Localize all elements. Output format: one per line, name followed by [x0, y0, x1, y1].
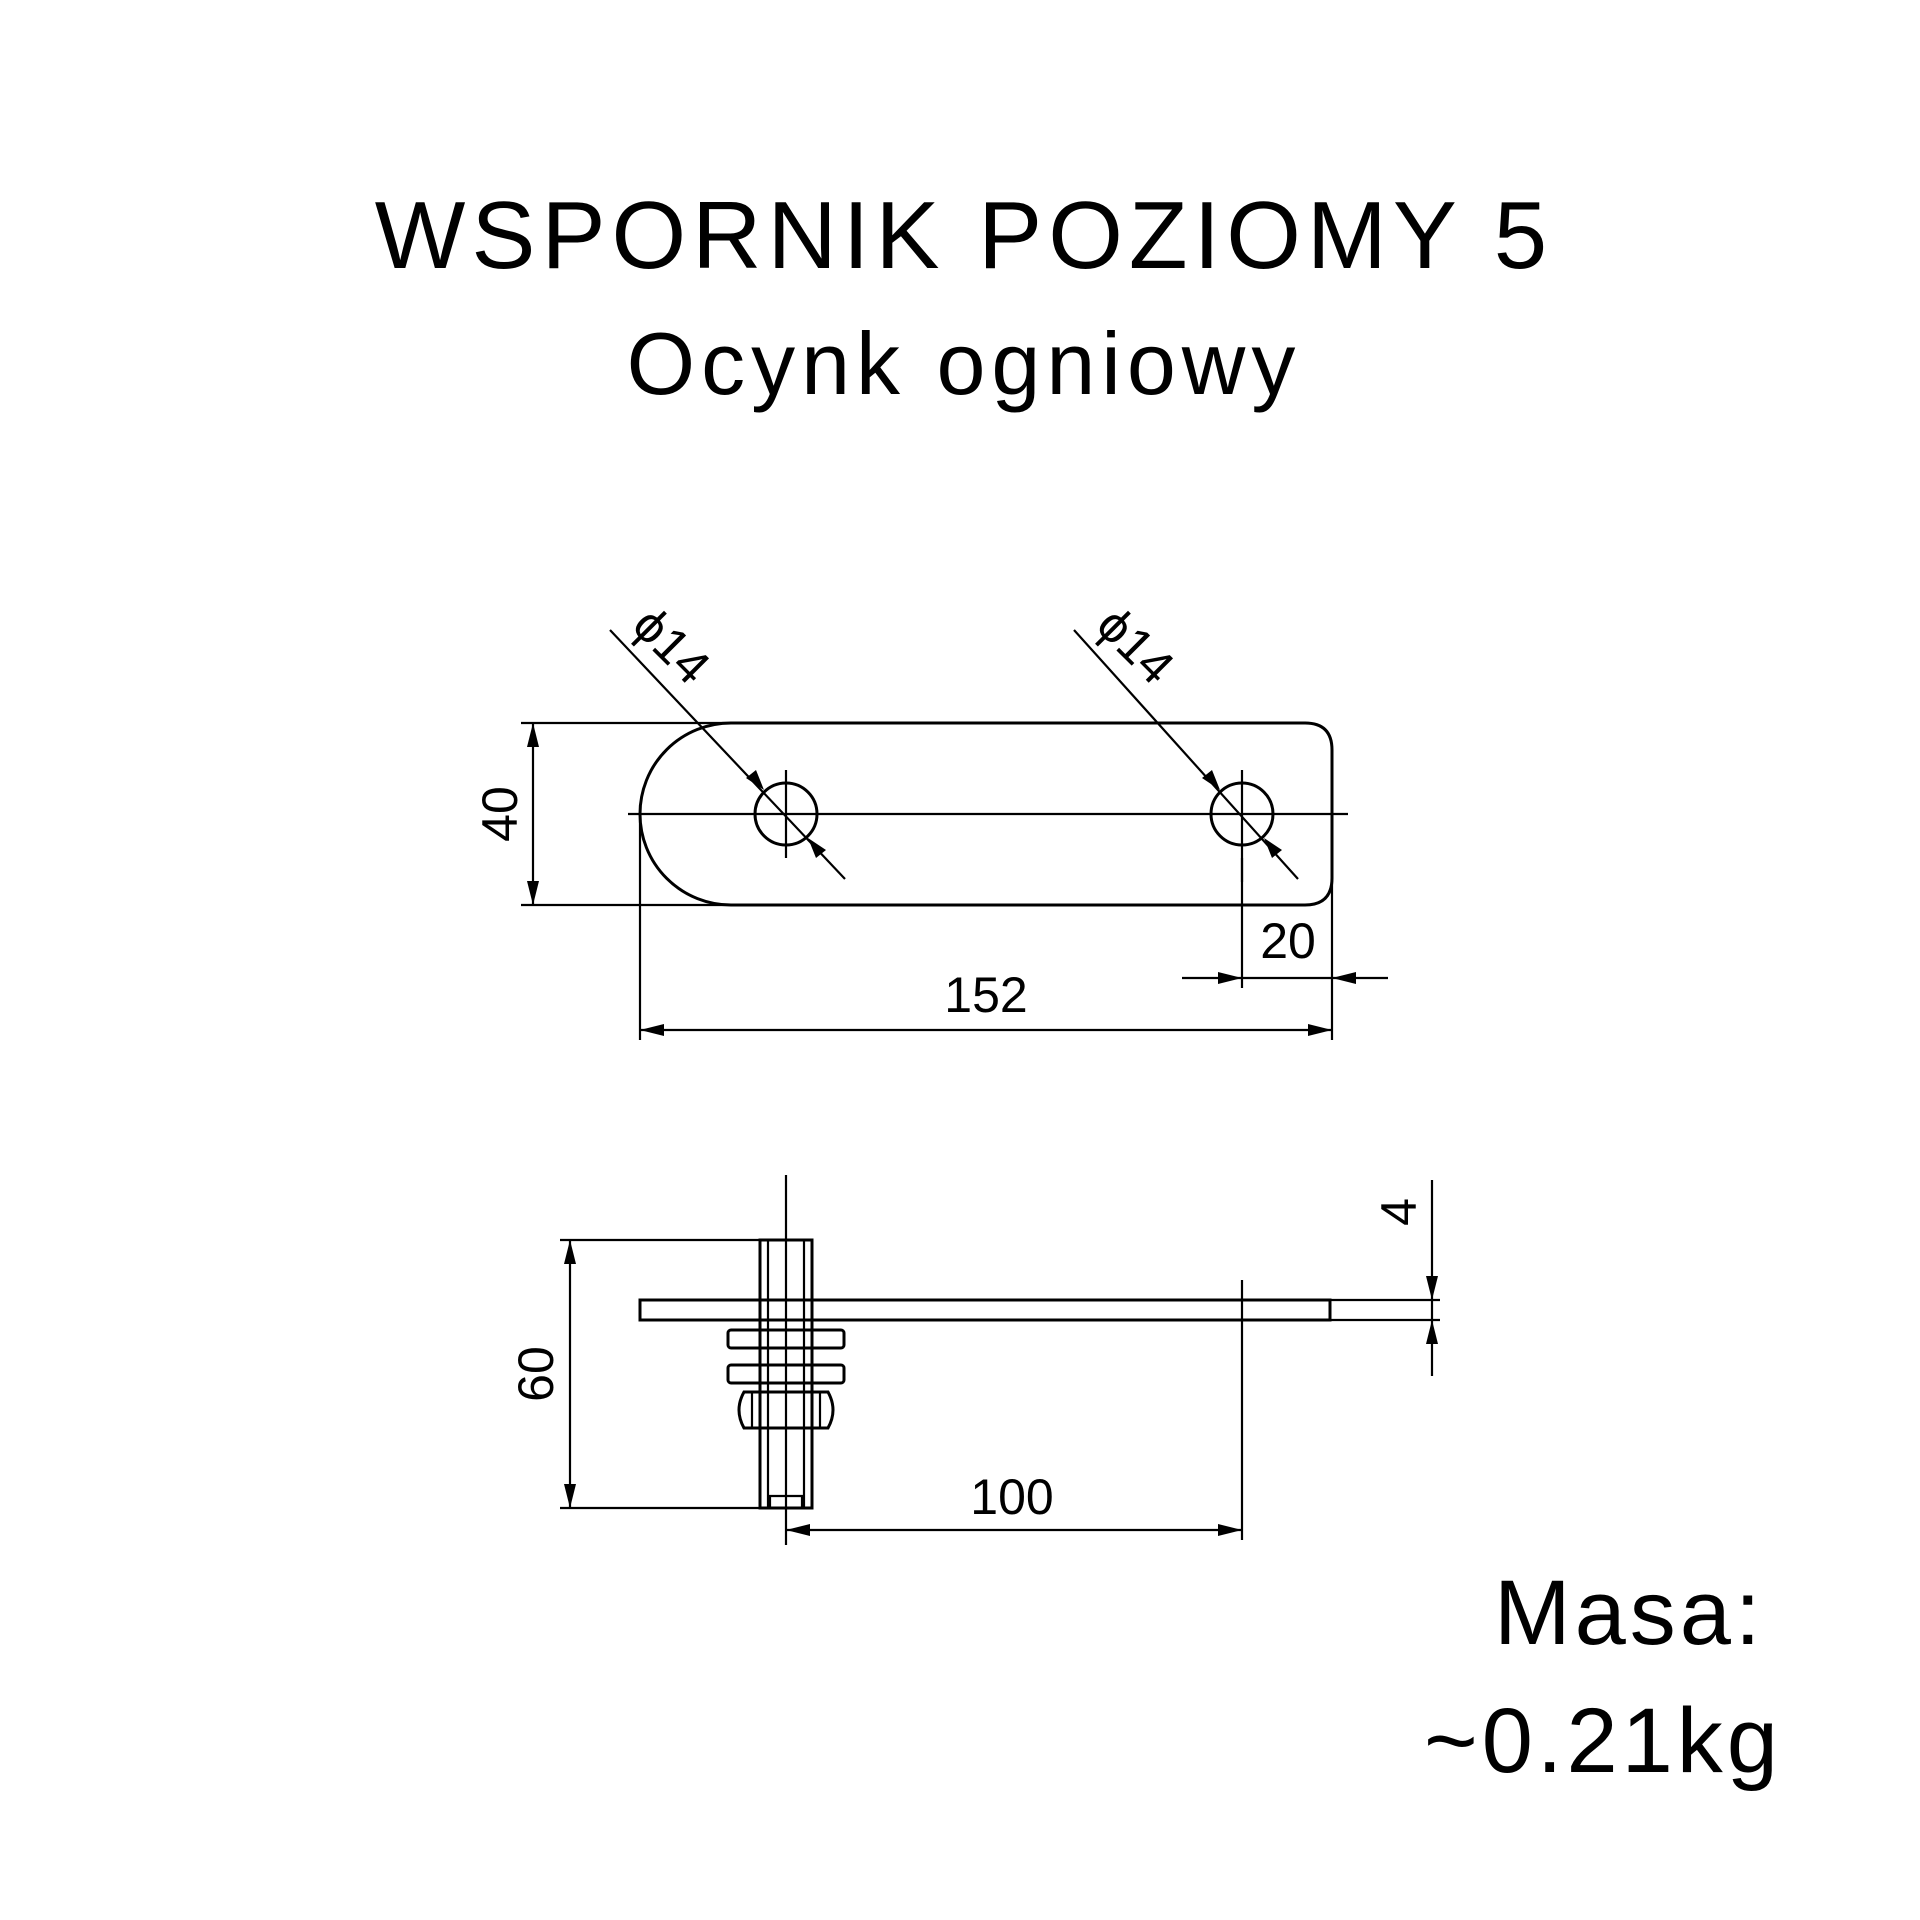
leader-arrow	[808, 838, 826, 858]
dimension-arrow	[1308, 1024, 1332, 1036]
bolt-height-dimension-label: 60	[508, 1346, 564, 1402]
plate-outline	[638, 721, 1334, 907]
dimension-arrow	[1218, 972, 1242, 984]
mass-label: Masa:	[1494, 1562, 1765, 1664]
height-dimension-label: 40	[472, 786, 528, 842]
dimension-arrow	[640, 1024, 664, 1036]
side-view: 60 4 100	[508, 1175, 1440, 1545]
bolt-end	[768, 1494, 804, 1508]
hole-left-leader	[609, 629, 846, 880]
leader-arrow	[1202, 770, 1220, 790]
dimension-arrow	[527, 881, 539, 905]
leader-arrow	[1264, 838, 1282, 858]
washer-upper	[726, 1328, 846, 1350]
dimension-arrow	[1426, 1276, 1438, 1300]
dimension-arrow	[1332, 972, 1356, 984]
hole-right-diameter-label: ϕ14	[1086, 596, 1185, 695]
top-view: ϕ14 ϕ14 40 152 20	[472, 596, 1388, 1040]
dimension-arrow	[1218, 1524, 1242, 1536]
drawing-subtitle: Ocynk ogniowy	[627, 314, 1302, 413]
drawing-title: WSPORNIK POZIOMY 5	[375, 182, 1553, 289]
distance-dimension-label: 100	[970, 1469, 1053, 1525]
dimension-arrow	[786, 1524, 810, 1536]
washer-lower	[726, 1363, 846, 1385]
plate-side	[638, 1298, 1332, 1322]
leader-arrow	[746, 770, 764, 790]
edge-offset-dimension-label: 20	[1260, 913, 1316, 969]
dimension-arrow	[564, 1240, 576, 1264]
length-dimension-label: 152	[944, 967, 1027, 1023]
hole-left-diameter-label: ϕ14	[622, 596, 721, 695]
thickness-dimension-label: 4	[1371, 1198, 1427, 1226]
hole-right-leader	[1073, 629, 1299, 880]
nut	[737, 1390, 835, 1430]
dimension-arrow	[1426, 1320, 1438, 1344]
mass-value: ~0.21kg	[1424, 1690, 1782, 1792]
dimension-arrow	[527, 723, 539, 747]
dimension-arrow	[564, 1484, 576, 1508]
